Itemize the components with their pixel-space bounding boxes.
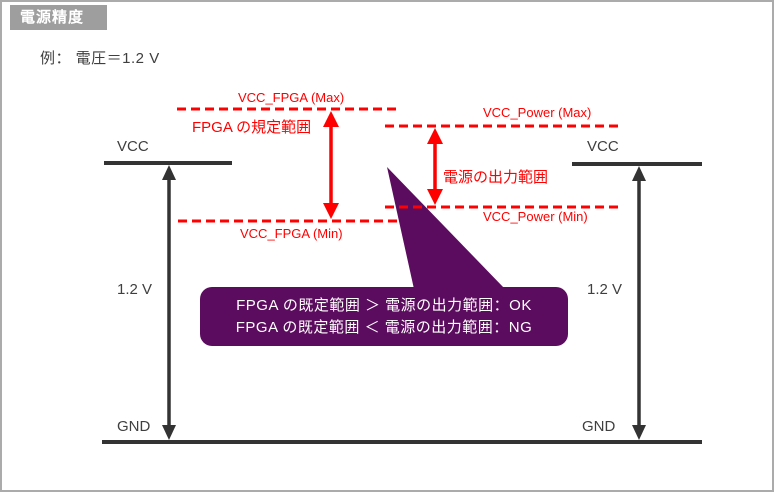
title-badge: 電源精度 <box>10 5 107 30</box>
power-max-label: VCC_Power (Max) <box>483 105 592 120</box>
power-range-arrowhead-bottom <box>427 189 443 205</box>
fpga-range-arrowhead-bottom <box>323 203 339 219</box>
right-voltage-value: 1.2 V <box>587 281 623 298</box>
callout-rule-ok: FPGA の既定範囲 ＞ 電源の出力範囲：OK <box>236 296 532 314</box>
callout-rule-ng: FPGA の既定範囲 ＜ 電源の出力範囲：NG <box>235 318 533 336</box>
right-vcc-label: VCC <box>587 138 619 155</box>
left-gnd-label: GND <box>117 418 151 435</box>
power-range-label: 電源の出力範囲 <box>443 169 549 186</box>
left-voltage-arrowhead-top <box>162 165 176 180</box>
left-voltage-arrowhead-bottom <box>162 425 176 440</box>
fpga-max-label: VCC_FPGA (Max) <box>238 90 345 105</box>
right-voltage-arrowhead-bottom <box>632 425 646 440</box>
callout-tail-wedge <box>387 167 505 289</box>
fpga-range-label: FPGA の規定範囲 <box>192 119 312 136</box>
right-gnd-label: GND <box>582 418 616 435</box>
power-range-arrowhead-top <box>427 128 443 144</box>
left-voltage-value: 1.2 V <box>117 281 153 298</box>
fpga-range-arrowhead-top <box>323 111 339 127</box>
left-vcc-label: VCC <box>117 138 149 155</box>
example-voltage-label: 例： 電圧＝1.2 V <box>40 50 160 67</box>
right-voltage-arrowhead-top <box>632 166 646 181</box>
comparison-callout: FPGA の既定範囲 ＞ 電源の出力範囲：OK FPGA の既定範囲 ＜ 電源の… <box>200 287 568 346</box>
power-min-label: VCC_Power (Min) <box>483 209 588 224</box>
fpga-min-label: VCC_FPGA (Min) <box>240 226 343 241</box>
